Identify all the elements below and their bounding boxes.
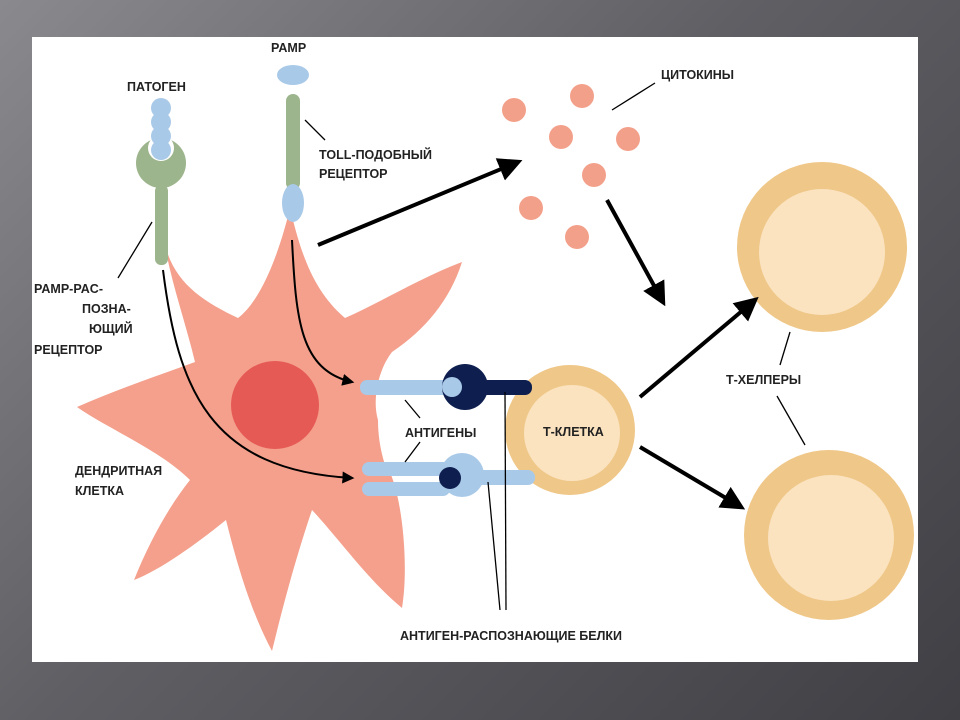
tcr-lower xyxy=(439,453,535,497)
pathogen xyxy=(151,98,171,160)
prr-stem xyxy=(155,185,168,265)
label-dendritic-line1: ДЕНДРИТНАЯ xyxy=(75,464,163,478)
curved-arrow-lower xyxy=(162,269,355,484)
cytokines xyxy=(502,84,640,249)
antigen-lower-2 xyxy=(362,482,450,496)
label-t-cell: Т-КЛЕТКА xyxy=(543,425,604,439)
antigen-lower-1 xyxy=(362,462,450,476)
t-cell-inner xyxy=(524,385,620,481)
label-prr-line2: ПОЗНА- xyxy=(82,302,131,316)
curved-arrow-upper xyxy=(291,239,355,386)
label-dendritic-line2: КЛЕТКА xyxy=(75,484,125,498)
label-cytokines: ЦИТОКИНЫ xyxy=(661,68,735,82)
toll-receptor-base xyxy=(282,184,304,222)
label-t-helpers: Т-ХЕЛПЕРЫ xyxy=(726,373,802,387)
nucleus xyxy=(231,361,319,449)
label-toll-line2: РЕЦЕПТОР xyxy=(319,167,388,181)
label-prr-line3: ЮЩИЙ xyxy=(89,322,133,336)
arrow-to-t-helper-top xyxy=(638,296,759,399)
toll-receptor-stem xyxy=(286,94,300,190)
label-prr-line1: PAMP-PAC- xyxy=(34,282,103,296)
arrow-to-cytokines xyxy=(317,158,523,247)
arrow-to-t-helper-bottom xyxy=(638,445,746,510)
label-antigens: АНТИГЕНЫ xyxy=(405,426,477,440)
label-pathogen: ПАТОГЕН xyxy=(127,80,186,94)
label-prr-line4: РЕЦЕПТОР xyxy=(34,343,103,357)
arrow-cytokines-down xyxy=(605,199,666,307)
label-pamp: PAMP xyxy=(271,41,307,55)
antigen-upper xyxy=(360,380,455,395)
pamp xyxy=(277,65,309,85)
tcr-upper xyxy=(442,364,532,410)
label-antigen-proteins: АНТИГЕН-РАСПОЗНАЮЩИЕ БЕЛКИ xyxy=(400,629,622,643)
label-toll-line1: TOLL-ПОДОБНЫЙ xyxy=(319,148,432,162)
